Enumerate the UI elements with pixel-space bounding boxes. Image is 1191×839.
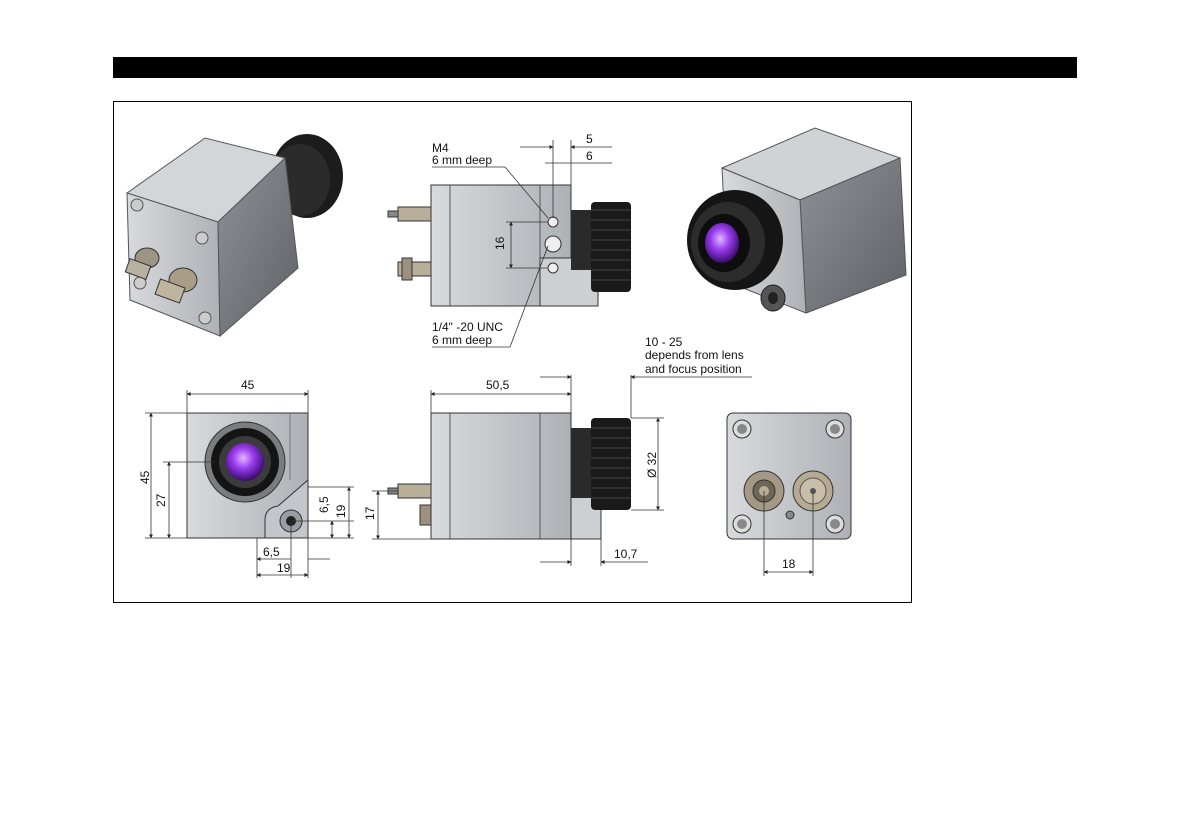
callout-tripod-depth: 6 mm deep [432, 333, 492, 347]
callout-lens-range: 10 - 25 [645, 335, 683, 349]
dim-body-length: 50,5 [486, 378, 510, 392]
dim-lens-center: 27 [154, 493, 168, 507]
dim-connector-spacing: 18 [782, 557, 796, 571]
dim-5: 5 [586, 132, 593, 146]
dim-16: 16 [493, 236, 507, 250]
dim-front-width: 45 [241, 378, 255, 392]
dim-foot-w-19: 19 [277, 561, 291, 575]
iso-view-rear [125, 134, 343, 336]
callout-lens-note-1: depends from lens [645, 348, 744, 362]
iso-view-front [687, 128, 906, 313]
side-view-top: 16 5 6 M4 6 mm deep 1/4" -20 UNC 6 mm de… [388, 132, 631, 347]
dim-foot-h-6-5: 6,5 [317, 496, 331, 513]
dim-connector-height: 17 [363, 506, 377, 520]
callout-lens-note-2: and focus position [645, 362, 742, 376]
dim-foot-length: 10,7 [614, 547, 638, 561]
front-view: 45 45 27 6,5 19 6,5 19 [138, 378, 354, 578]
dim-lens-diameter: Ø 32 [645, 452, 659, 478]
callout-m4-depth: 6 mm deep [432, 153, 492, 167]
rear-view: 18 [727, 413, 851, 576]
dim-foot-w-6-5: 6,5 [263, 545, 280, 559]
dim-6: 6 [586, 149, 593, 163]
dim-foot-h-19: 19 [334, 504, 348, 518]
dim-front-height: 45 [138, 470, 152, 484]
callout-tripod-thread: 1/4" -20 UNC [432, 320, 503, 334]
side-view-bottom: 50,5 10 - 25 depends from lens and focus… [363, 335, 752, 566]
